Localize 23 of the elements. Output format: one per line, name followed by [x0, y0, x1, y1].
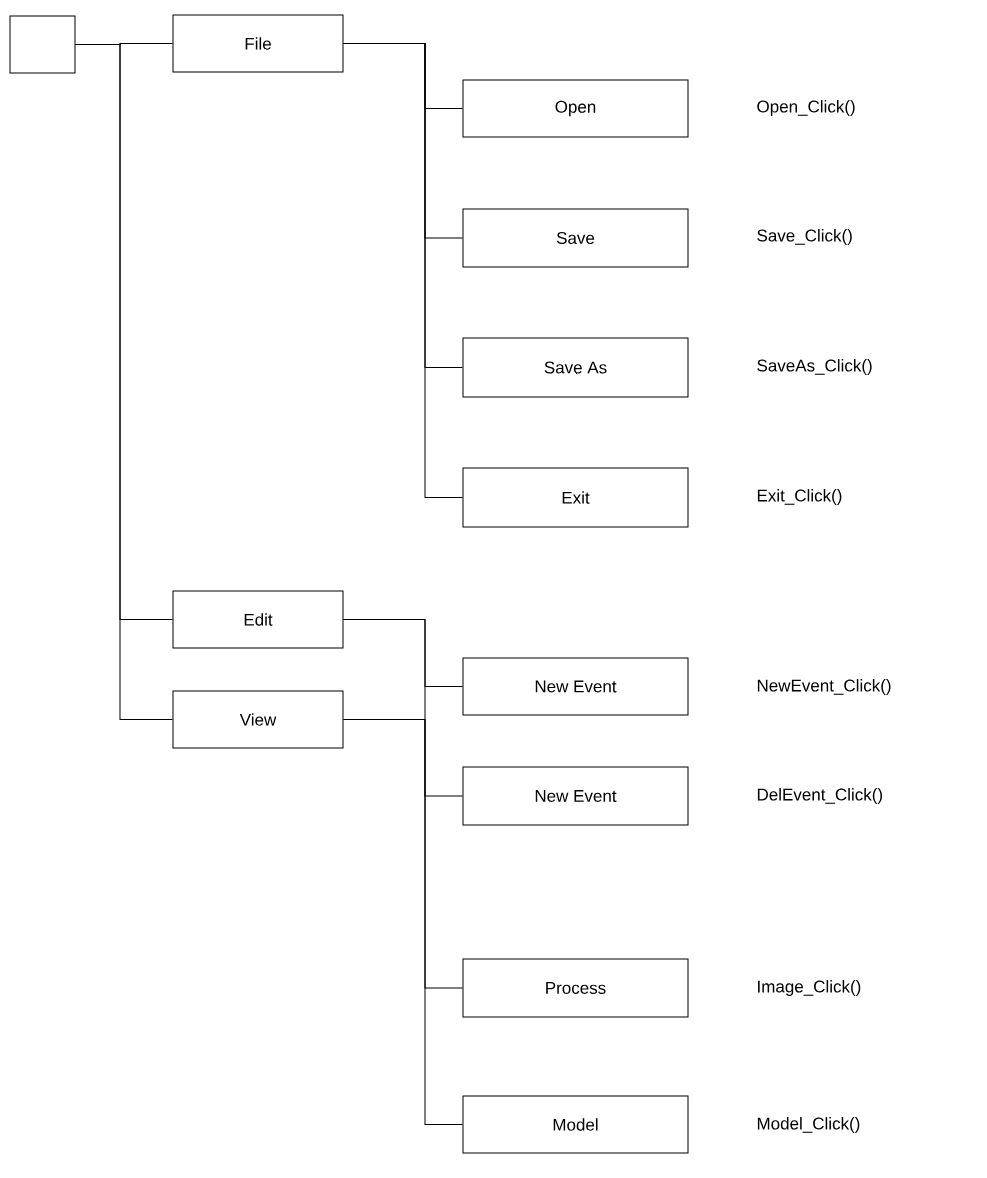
connector-line	[343, 619, 463, 797]
menu-box: New Event	[462, 657, 689, 716]
menu-box: Exit	[462, 467, 689, 528]
handler-label: DelEvent_Click()	[757, 788, 882, 804]
menu-box: Edit	[172, 590, 344, 649]
handler-label: Model_Click()	[757, 1117, 860, 1133]
handler-label: SaveAs_Click()	[757, 359, 872, 375]
menu-box: View	[172, 690, 344, 749]
connector-line	[343, 719, 463, 1125]
menu-box: Save As	[462, 337, 689, 398]
handler-label: NewEvent_Click()	[757, 679, 891, 695]
empty-box	[9, 15, 76, 74]
connector-line	[343, 43, 463, 498]
menu-box: Model	[462, 1095, 689, 1154]
menu-box: Save	[462, 208, 689, 268]
handler-label: Exit_Click()	[757, 489, 842, 505]
menu-box: New Event	[462, 766, 689, 826]
menu-box: Open	[462, 79, 689, 138]
menu-box: Process	[462, 958, 689, 1018]
handler-label: Save_Click()	[757, 229, 852, 245]
menu-box: File	[172, 14, 344, 73]
handler-label: Open_Click()	[757, 100, 855, 116]
handler-label: Image_Click()	[758, 980, 861, 996]
